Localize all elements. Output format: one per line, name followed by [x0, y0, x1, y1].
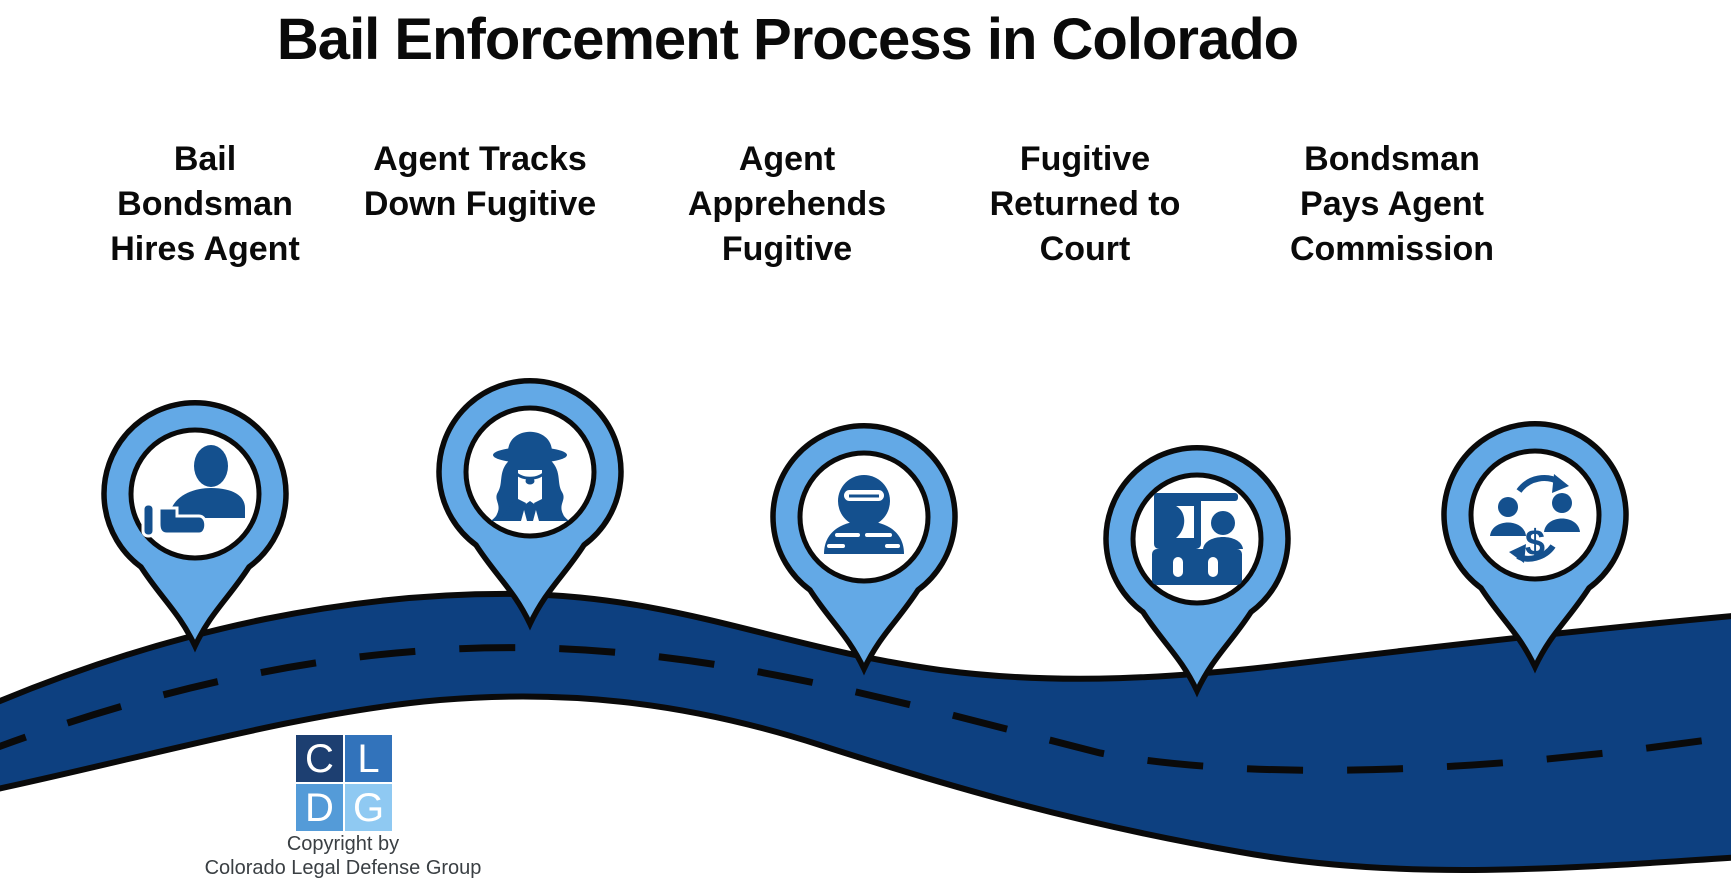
map-pin-5: $	[1441, 421, 1629, 674]
logo-square-l: L	[345, 735, 392, 782]
map-pin-1	[101, 400, 289, 653]
step-label-5: Bondsman Pays Agent Commission	[1289, 140, 1495, 268]
step-label-1: Bail Bondsman Hires Agent	[110, 140, 300, 268]
logo-letter: C	[305, 736, 334, 781]
logo-letter: L	[357, 736, 380, 781]
copyright-text: Copyright by Colorado Legal Defense Grou…	[204, 833, 482, 879]
courtroom-judge-icon	[1152, 493, 1243, 585]
dollar-sign: $	[1525, 522, 1545, 563]
road	[0, 590, 1731, 873]
masked-fugitive-icon	[824, 475, 904, 554]
logo-square-d: D	[296, 784, 343, 831]
logo-square-c: C	[296, 735, 343, 782]
logo-letter: D	[305, 785, 334, 830]
cldg-logo: C L D G	[296, 735, 392, 831]
payment-exchange-icon: $	[1490, 474, 1580, 563]
map-pin-2	[436, 378, 624, 631]
map-pin-4	[1103, 445, 1291, 698]
pin-inner-circle	[463, 405, 597, 539]
step-label-2: Agent Tracks Down Fugitive	[363, 140, 597, 223]
spy-tracking-icon	[491, 431, 569, 521]
step-label-3: Agent Apprehends Fugitive	[687, 140, 887, 268]
logo-square-g: G	[345, 784, 392, 831]
pin-inner-circle	[1468, 448, 1602, 582]
logo-letter: G	[352, 785, 385, 830]
bondsman-hires-agent-icon	[141, 445, 245, 538]
road-center-dashes	[0, 644, 1731, 774]
step-label-4: Fugitive Returned to Court	[989, 140, 1181, 268]
map-pin-3	[770, 423, 958, 676]
page-title: Bail Enforcement Process in Colorado	[276, 7, 1299, 72]
